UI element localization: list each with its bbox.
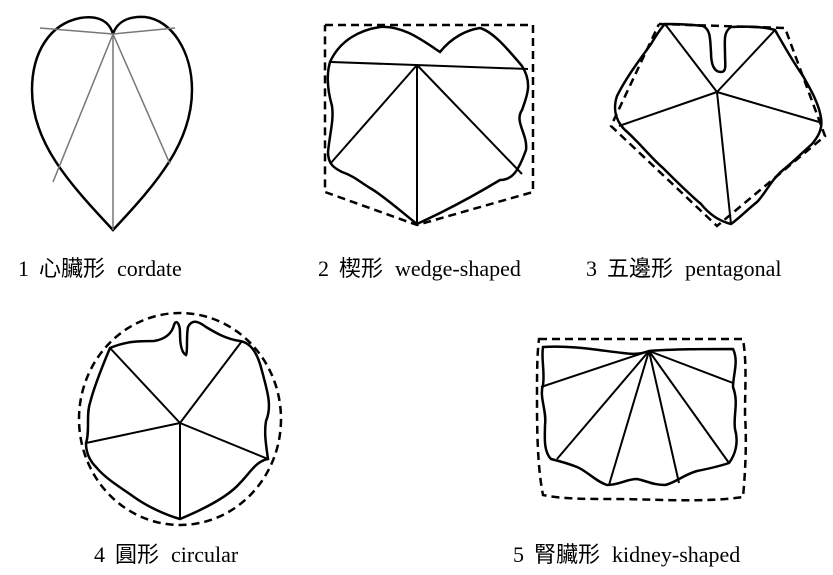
caption-kidney-shaped: 5 腎臟形 kidney-shaped — [513, 542, 740, 568]
caption-chinese: 楔形 — [339, 256, 383, 282]
caption-number: 1 — [18, 256, 29, 282]
caption-wedge-shaped: 2 楔形 wedge-shaped — [318, 256, 521, 282]
caption-chinese: 圓形 — [115, 542, 159, 568]
caption-english: cordate — [117, 256, 182, 282]
pentagonal-leaf-icon — [607, 18, 829, 230]
caption-chinese: 腎臟形 — [534, 542, 600, 568]
caption-number: 3 — [586, 256, 597, 282]
caption-pentagonal: 3 五邊形 pentagonal — [586, 256, 782, 282]
caption-chinese: 心臟形 — [39, 256, 105, 282]
circular-leaf-icon — [76, 311, 286, 531]
caption-number: 4 — [94, 542, 105, 568]
caption-cordate: 1 心臟形 cordate — [18, 256, 182, 282]
caption-chinese: 五邊形 — [607, 256, 673, 282]
caption-circular: 4 圓形 circular — [94, 542, 238, 568]
wedge-shaped-leaf-diagram — [322, 22, 542, 232]
caption-english: pentagonal — [685, 256, 782, 282]
caption-english: kidney-shaped — [612, 542, 740, 568]
cordate-leaf-icon — [20, 12, 190, 237]
circular-leaf-diagram — [76, 311, 286, 531]
caption-number: 2 — [318, 256, 329, 282]
pentagonal-leaf-diagram — [607, 18, 829, 230]
caption-english: wedge-shaped — [395, 256, 521, 282]
caption-english: circular — [171, 542, 238, 568]
cordate-leaf-diagram — [20, 12, 190, 237]
wedge-leaf-icon — [322, 22, 542, 232]
kidney-shaped-leaf-diagram — [533, 335, 755, 505]
caption-number: 5 — [513, 542, 524, 568]
kidney-leaf-icon — [533, 335, 755, 505]
